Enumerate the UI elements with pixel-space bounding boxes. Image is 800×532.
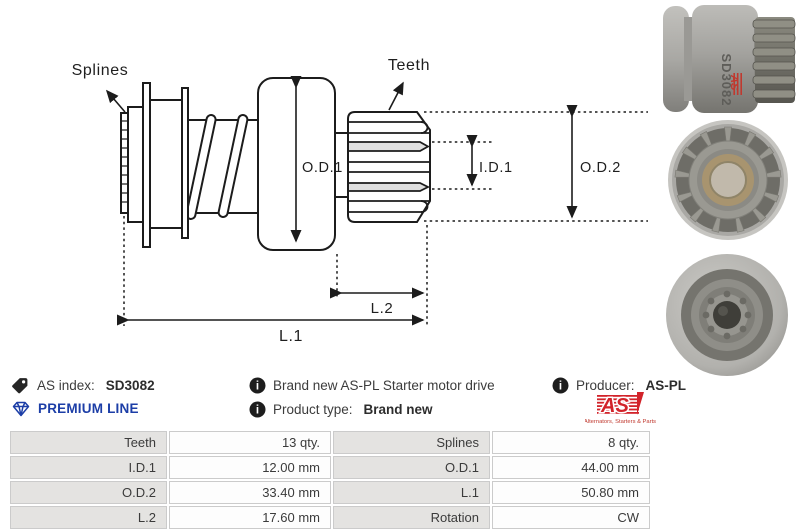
product-photo-gear-front [668,120,788,240]
description-row: i Brand new AS-PL Starter motor drive [249,377,495,394]
svg-text:i: i [256,381,259,393]
spec-label-cell: I.D.1 [10,456,167,479]
photo-gear-ridges [752,19,796,99]
spline-face [120,112,129,214]
spec-label-cell: Teeth [10,431,167,454]
teeth-label: Teeth [388,57,430,74]
as-index-row: AS index: SD3082 [10,376,155,395]
tag-icon [12,378,28,394]
splines-label: Splines [72,62,129,79]
flange [181,87,189,239]
spec-label-cell: L.1 [333,481,490,504]
svg-text:i: i [256,405,259,417]
premium-line-row: PREMIUM LINE [11,400,139,417]
as-index-label: AS index: [37,378,95,393]
spec-value-cell: 12.00 mm [169,456,331,479]
technical-drawing: Splines Teeth O.D.1 I.D.1 O.D.2 L.2 L.1 [72,57,648,345]
pinion-gear [347,111,431,223]
description-text: Brand new AS-PL Starter motor drive [273,378,495,393]
spec-label-cell: L.2 [10,506,167,529]
producer-label: Producer: [576,378,635,393]
info-icon: i [552,377,569,394]
as-pl-logo: AS Alternators, Starters & Parts [585,392,656,425]
premium-line-label: PREMIUM LINE [38,401,139,416]
reference-lines [123,111,648,326]
spec-value-cell: 44.00 mm [492,456,650,479]
od1-label: O.D.1 [302,160,343,176]
spec-label-cell: O.D.1 [333,456,490,479]
logo-wordmark: AS [600,395,629,417]
product-type-value: Brand new [363,402,433,417]
splines-callout-arrow [105,89,126,113]
logo-tagline: Alternators, Starters & Parts [585,419,656,425]
producer-value: AS-PL [645,378,687,393]
product-photo-side-view: AS SD3082 [663,5,796,113]
id1-label: I.D.1 [479,160,513,176]
spring-coil [217,114,249,218]
photo-center-bore [713,301,741,329]
spec-label-cell: O.D.2 [10,481,167,504]
spec-value-cell: 50.80 mm [492,481,650,504]
spec-label-cell: Rotation [333,506,490,529]
teeth-callout-arrow [388,81,404,111]
photo-brand-mark: AS [728,73,742,95]
spec-value-cell: 8 qty. [492,431,650,454]
gear-teeth-lines [349,121,431,213]
spec-value-cell: 17.60 mm [169,506,331,529]
info-icon: i [249,401,266,418]
logo-stripes [597,395,639,414]
flange [142,82,151,248]
photo-flange [663,6,689,112]
as-index-value: SD3082 [105,378,155,393]
spec-label-cell: Splines [333,431,490,454]
product-photo-rear-view [666,254,788,376]
od2-label: O.D.2 [580,160,621,176]
l1-label: L.1 [279,328,303,345]
spec-value-cell: 13 qty. [169,431,331,454]
spec-value-cell: CW [492,506,650,529]
photo-bearing-balls [702,290,752,340]
l2-label: L.2 [371,300,394,317]
spring-coil [185,114,217,220]
svg-text:AS: AS [728,74,740,91]
spec-table: Teeth 13 qty. Splines 8 qty. I.D.1 12.00… [10,431,650,529]
spec-value-cell: 33.40 mm [169,481,331,504]
spline-hatching [121,120,128,203]
svg-text:i: i [559,381,562,393]
diamond-icon [12,401,30,417]
producer-row: i Producer: AS-PL [552,377,686,394]
product-type-row: i Product type: Brand new [249,401,433,418]
info-icon: i [249,377,266,394]
photo-engraved-code: SD3082 [719,54,734,107]
product-type-label: Product type: [273,402,353,417]
dimension-arrows [105,75,578,326]
drive-outline [120,77,431,251]
